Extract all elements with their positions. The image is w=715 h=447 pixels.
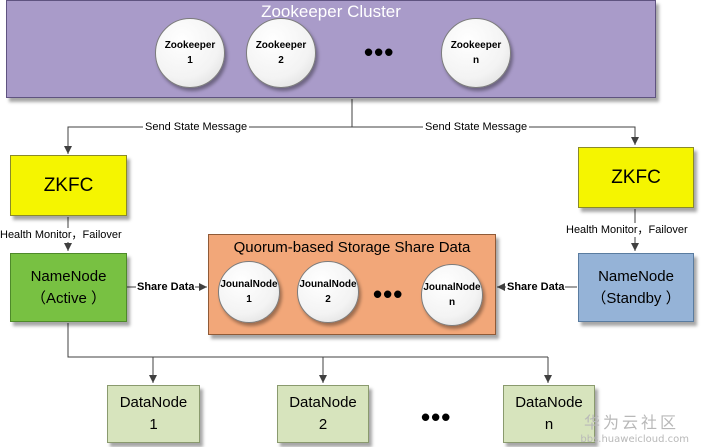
zookeeper-cluster: Zookeeper Cluster	[6, 0, 656, 98]
journalnode-2: JounalNode 2	[297, 261, 359, 323]
quorum-storage-title: Quorum-based Storage Share Data	[233, 239, 471, 256]
datanode-2-index: 2	[318, 416, 328, 433]
zookeeper-cluster-title: Zookeeper Cluster	[261, 2, 401, 21]
namenode-active-state: （Active ）	[30, 289, 106, 307]
journalnode-2-index: 2	[325, 294, 331, 305]
send-state-left-label: Send State Message	[143, 120, 250, 134]
journalnode-n-name: JounalNode	[423, 282, 481, 293]
send-state-right-label: Send State Message	[423, 120, 530, 134]
zookeeper-node-n: Zookeeper n	[441, 18, 511, 88]
send-state-left-line	[64, 126, 352, 154]
zookeeper-ellipsis: •••	[364, 37, 395, 67]
zookeeper-node-1-name: Zookeeper	[164, 40, 216, 51]
health-monitor-left-label: Health Monitor，Failover	[0, 228, 122, 242]
journalnode-1-index: 1	[246, 294, 252, 305]
journalnode-1-name: JounalNode	[220, 279, 278, 290]
zookeeper-node-n-index: n	[472, 55, 480, 66]
datanode-1: DataNode 1	[107, 385, 200, 443]
zkfc-left-label: ZKFC	[43, 174, 94, 196]
datanode-2: DataNode 2	[277, 385, 369, 443]
namenode-standby: NameNode （Standby ）	[578, 253, 694, 322]
journalnode-n: JounalNode n	[421, 264, 483, 326]
share-data-left-label: Share Data	[136, 280, 196, 294]
datanode-n: DataNode n	[503, 385, 595, 443]
namenode-active-title: NameNode	[30, 267, 107, 285]
namenode-standby-title: NameNode	[598, 267, 674, 285]
health-monitor-right-label: Health Monitor，Failover	[566, 223, 688, 237]
zkfc-right-label: ZKFC	[611, 166, 661, 188]
journalnode-ellipsis: •••	[373, 279, 404, 309]
zkfc-left: ZKFC	[10, 155, 127, 216]
watermark-url: bbs.huaweicloud.com	[580, 434, 689, 445]
zookeeper-node-1: Zookeeper 1	[155, 18, 225, 88]
zookeeper-node-2-name: Zookeeper	[255, 40, 307, 51]
namenode-to-datanodes-bus	[67, 323, 548, 358]
datanode-2-title: DataNode	[289, 394, 357, 411]
zkfc-right: ZKFC	[578, 147, 694, 208]
zookeeper-node-1-index: 1	[187, 55, 193, 66]
zookeeper-node-2-index: 2	[278, 55, 284, 66]
namenode-standby-state: （Standby ）	[591, 289, 681, 307]
zookeeper-node-2: Zookeeper 2	[246, 18, 316, 88]
datanode-1-title: DataNode	[119, 394, 188, 411]
watermark-logo-text: 华为云社区	[583, 413, 679, 432]
datanode-ellipsis: •••	[421, 402, 452, 432]
journalnode-n-index: n	[448, 297, 456, 308]
share-data-right-label: Share Data	[506, 280, 566, 294]
datanode-n-index: n	[544, 416, 554, 433]
namenode-active: NameNode （Active ）	[10, 253, 127, 322]
journalnode-1: JounalNode 1	[218, 261, 280, 323]
zookeeper-node-n-name: Zookeeper	[450, 40, 502, 51]
datanode-1-index: 1	[149, 416, 158, 433]
datanode-n-title: DataNode	[515, 394, 583, 411]
journalnode-2-name: JounalNode	[299, 279, 357, 290]
